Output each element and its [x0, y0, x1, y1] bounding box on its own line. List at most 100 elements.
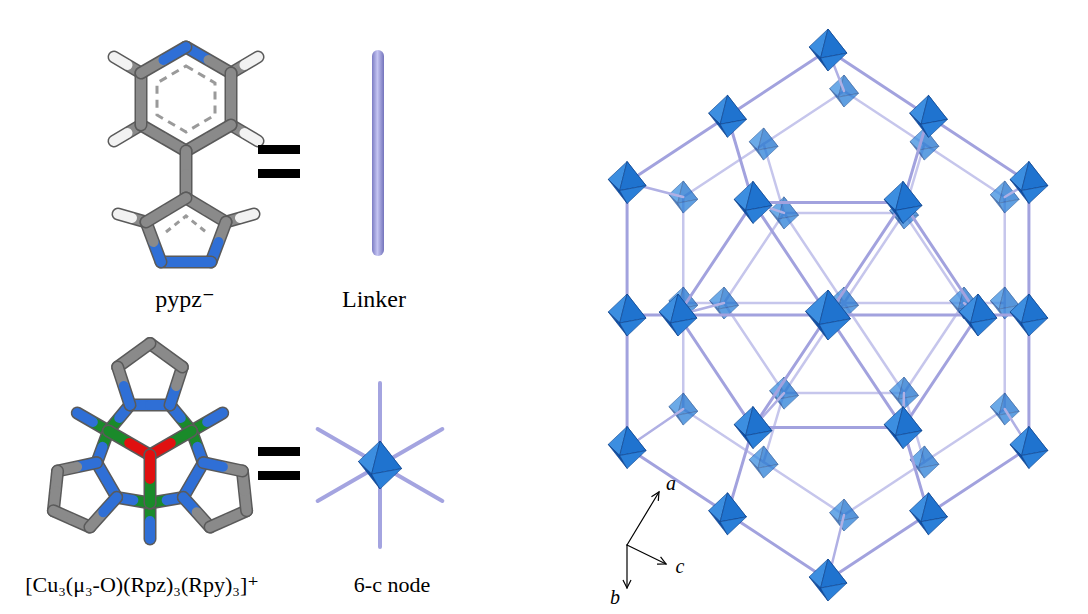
octahedron-face	[620, 318, 646, 336]
network-rod	[764, 462, 844, 515]
network-rod	[678, 314, 828, 317]
bond-outline	[141, 47, 186, 73]
octahedron-face	[896, 206, 922, 224]
octahedron-face	[971, 318, 997, 336]
axis-line	[627, 545, 666, 564]
equals-sign	[258, 471, 300, 480]
octahedron-node	[1010, 294, 1048, 336]
octahedron-node	[884, 407, 922, 449]
caption-label: 6-c node	[354, 572, 430, 597]
octahedron-face	[921, 119, 947, 137]
bond	[245, 57, 259, 65]
bond	[114, 133, 128, 141]
network-rod	[828, 202, 903, 315]
octahedron-face	[821, 53, 847, 71]
network-rod	[724, 303, 784, 393]
octahedron-face	[620, 451, 646, 469]
network-rod	[844, 213, 904, 303]
aromatic-ring	[166, 216, 206, 232]
bond	[124, 386, 130, 405]
octahedron-face	[720, 119, 746, 137]
bond	[240, 214, 254, 218]
octahedron-node	[358, 441, 401, 489]
network-rod	[753, 315, 828, 428]
network-rod	[903, 202, 978, 315]
octahedron-face	[718, 305, 738, 319]
network-rod	[627, 116, 727, 182]
caption-label: [Cu₃(μ₃-O)(Rpz)₃(Rpy)₃]⁺	[25, 572, 259, 597]
octahedron-face	[678, 199, 698, 213]
bond-outline	[90, 497, 117, 527]
network-rod	[678, 202, 753, 315]
equals-sign	[258, 145, 300, 154]
front-nodes	[608, 29, 1048, 601]
network-rod	[764, 91, 844, 144]
bond	[114, 57, 128, 65]
network-rod	[728, 50, 828, 116]
network-rod	[844, 302, 964, 305]
octahedron-node	[709, 493, 747, 535]
octahedron-face	[746, 431, 772, 449]
network-rod	[903, 315, 978, 428]
network-rod	[724, 213, 784, 303]
aromatic-ring	[157, 66, 215, 132]
octahedron-node	[884, 181, 922, 223]
axis-arrowhead	[623, 580, 631, 588]
bond-outline	[161, 256, 211, 269]
back-nodes	[669, 75, 1019, 531]
octahedron-face	[758, 464, 778, 478]
network-rod	[924, 409, 1004, 462]
bond-outline	[180, 151, 193, 198]
bond-outline	[150, 431, 192, 455]
octahedron-face	[821, 583, 847, 601]
bond	[103, 497, 116, 512]
back-rods	[683, 91, 1004, 515]
network-rod	[844, 462, 924, 515]
octahedron-face	[921, 517, 947, 535]
octahedron-node	[959, 294, 997, 336]
octahedron-node	[1010, 427, 1048, 469]
octahedron-face	[678, 411, 698, 425]
octahedron-face	[671, 318, 697, 336]
bond-outline	[141, 125, 186, 151]
octahedron-node	[910, 493, 948, 535]
network-rod	[784, 212, 904, 215]
octahedron-face	[999, 199, 1019, 213]
bond	[145, 455, 155, 479]
network-rod	[924, 144, 1004, 197]
bond	[245, 133, 259, 141]
network-rod	[753, 426, 903, 429]
network-rod	[904, 213, 964, 303]
bond	[207, 413, 223, 422]
axis-line	[626, 545, 627, 588]
caption-label: Linker	[342, 286, 406, 314]
network-rod	[784, 392, 904, 395]
bond-outline	[144, 455, 157, 503]
network-rod	[828, 314, 978, 317]
bond	[145, 521, 155, 539]
octahedron-node	[709, 95, 747, 137]
octahedron-node	[806, 290, 851, 340]
axis-label: a	[666, 472, 676, 495]
bond-outline	[203, 463, 242, 471]
octahedron-face	[758, 146, 778, 160]
octahedron-face	[919, 464, 939, 478]
axes	[623, 492, 666, 588]
network-rod	[828, 514, 928, 580]
octahedron-face	[746, 206, 772, 224]
bond-outline	[108, 431, 150, 455]
octahedron-face	[1022, 451, 1048, 469]
octahedron-node	[734, 407, 772, 449]
octahedron-node	[910, 95, 948, 137]
octahedron-face	[838, 93, 858, 107]
linker-rod	[372, 50, 384, 256]
octahedron-face	[819, 290, 850, 325]
bond-outline	[118, 367, 130, 405]
octahedron-face	[720, 517, 746, 535]
network-rod	[678, 315, 753, 428]
pypz-molecule	[114, 47, 258, 262]
front-rods	[627, 50, 1029, 580]
network-rod	[928, 448, 1028, 514]
octahedron-node	[809, 29, 847, 71]
octahedron-node	[809, 559, 847, 601]
